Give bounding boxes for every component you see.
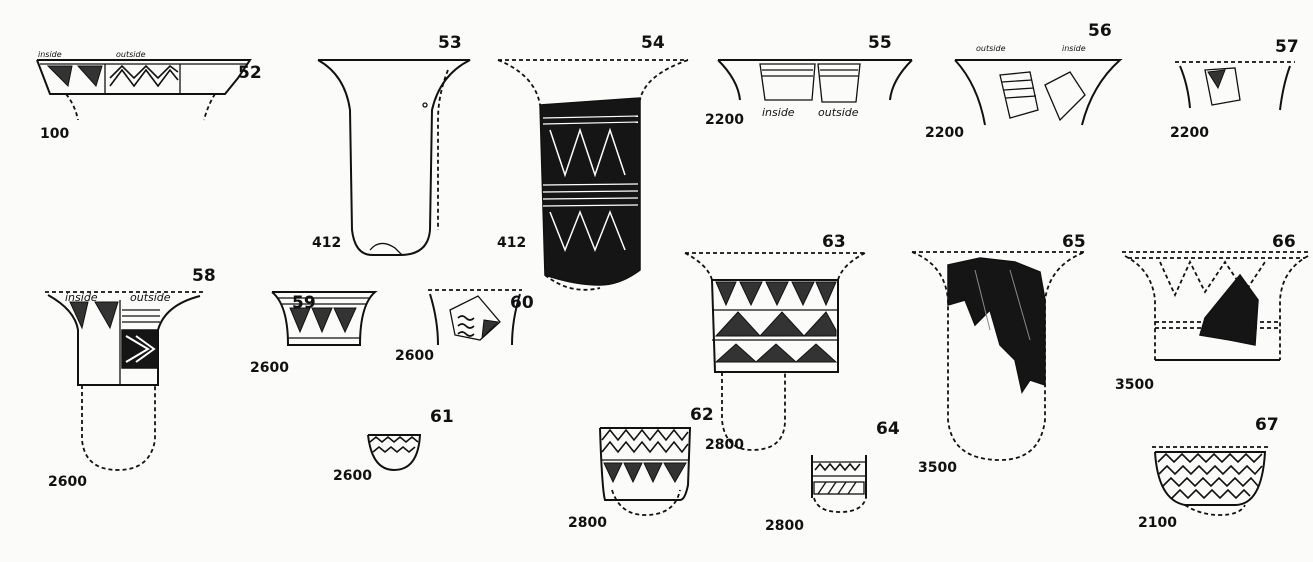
vessel-56: 56 outside inside 2200 xyxy=(925,21,1123,141)
depth-label: 3500 xyxy=(1115,377,1154,393)
depth-label: 2100 xyxy=(1138,515,1177,531)
figure-number: 61 xyxy=(430,407,454,427)
depth-label: 2600 xyxy=(48,474,87,490)
vessel-55: 55 2200 inside outside xyxy=(705,33,913,128)
annotation-outside: outside xyxy=(818,106,859,119)
figure-number: 67 xyxy=(1255,415,1279,435)
annotation-outside: outside xyxy=(976,44,1006,53)
annotation-inside: inside xyxy=(65,291,98,304)
depth-label: 2800 xyxy=(765,518,804,534)
depth-label: 412 xyxy=(497,235,526,251)
annotation-inside: inside xyxy=(1062,44,1086,53)
vessel-65: 65 3500 xyxy=(911,232,1086,476)
depth-label: 2200 xyxy=(1170,125,1209,141)
vessel-54: 54 412 xyxy=(497,33,689,291)
vessel-64: 64 2800 xyxy=(765,419,900,534)
vessel-58: inside outside 58 2600 xyxy=(45,266,216,490)
figure-number: 55 xyxy=(868,33,892,53)
figure-number: 60 xyxy=(510,293,534,313)
depth-label: 412 xyxy=(312,235,341,251)
depth-label: 100 xyxy=(40,126,69,142)
vessel-60: 60 2600 xyxy=(395,289,534,364)
vessel-57: 57 2200 xyxy=(1170,37,1299,141)
vessel-53: 53 412 xyxy=(312,33,471,256)
depth-label: 2800 xyxy=(568,515,607,531)
figure-number: 62 xyxy=(690,405,714,425)
depth-label: 2200 xyxy=(925,125,964,141)
figure-number: 54 xyxy=(641,33,665,53)
vessel-62: 62 2800 xyxy=(568,405,714,531)
vessel-67: 67 2100 xyxy=(1138,415,1279,531)
figure-number: 56 xyxy=(1088,21,1112,41)
annotation-inside: inside xyxy=(38,50,62,59)
vessel-63: 63 2800 xyxy=(684,232,866,453)
depth-label: 2600 xyxy=(395,348,434,364)
figure-number: 65 xyxy=(1062,232,1086,252)
vessel-52: inside outside 52 100 xyxy=(36,50,262,142)
vessel-59: 59 2600 xyxy=(250,291,378,376)
figure-number: 52 xyxy=(238,63,262,83)
annotation-outside: outside xyxy=(130,291,171,304)
vessel-66: 66 3500 xyxy=(1115,232,1310,393)
depth-label: 2200 xyxy=(705,112,744,128)
depth-label: 2800 xyxy=(705,437,744,453)
depth-label: 3500 xyxy=(918,460,957,476)
figure-number: 64 xyxy=(876,419,900,439)
annotation-outside: outside xyxy=(116,50,146,59)
depth-label: 2600 xyxy=(250,360,289,376)
figure-number: 63 xyxy=(822,232,846,252)
figure-number: 66 xyxy=(1272,232,1296,252)
figure-number: 57 xyxy=(1275,37,1299,57)
figure-number: 53 xyxy=(438,33,462,53)
figure-number: 58 xyxy=(192,266,216,286)
vessel-61: 61 2600 xyxy=(333,407,454,484)
annotation-inside: inside xyxy=(762,106,795,119)
depth-label: 2600 xyxy=(333,468,372,484)
figure-number: 59 xyxy=(292,293,316,313)
